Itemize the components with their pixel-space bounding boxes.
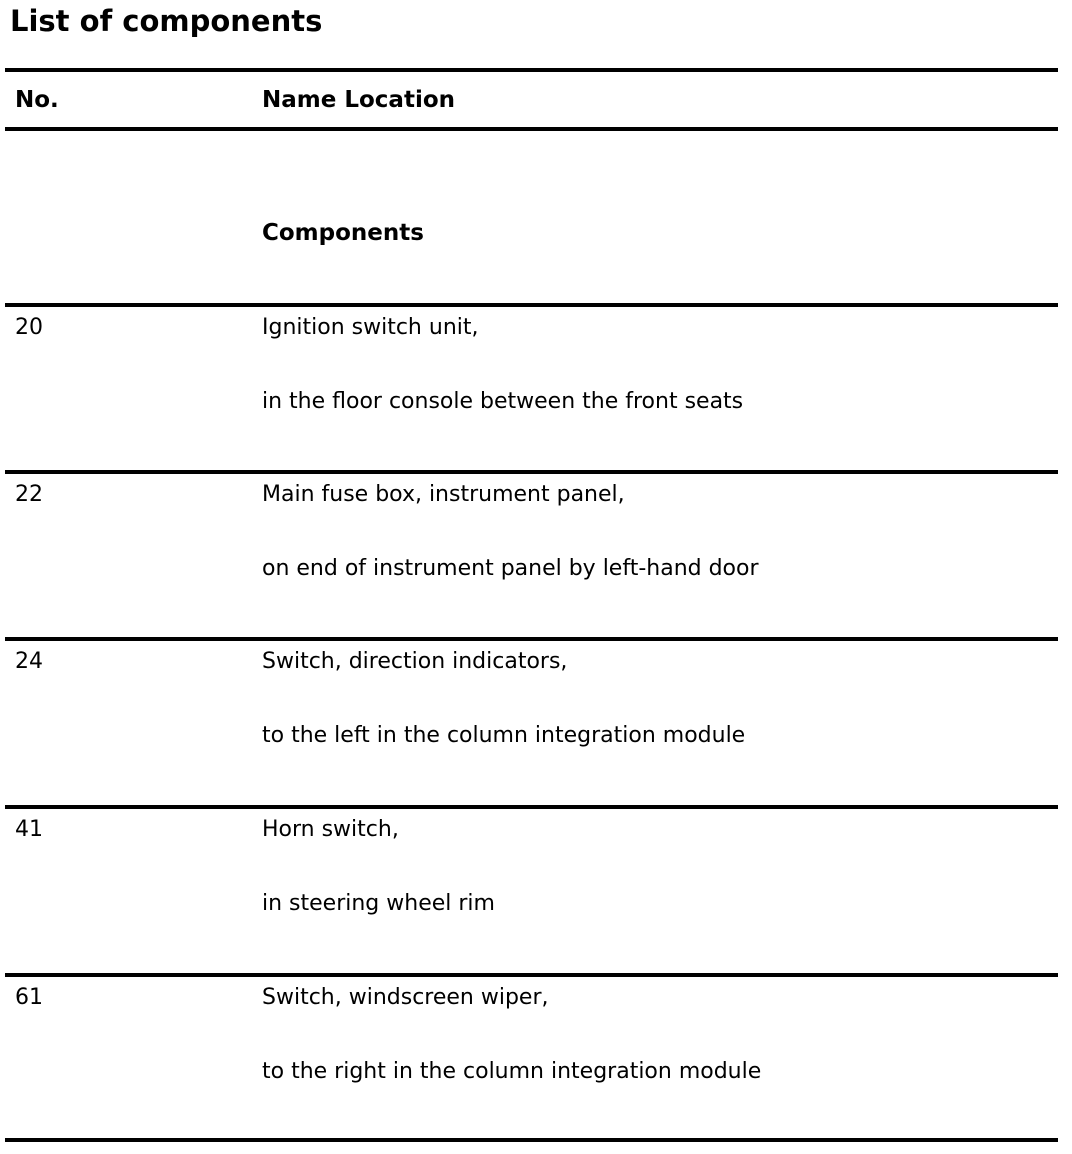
page-title: List of components — [10, 4, 323, 38]
component-name: Horn switch, — [262, 817, 399, 842]
column-header-no: No. — [15, 87, 59, 113]
table-row: 22 Main fuse box, instrument panel, on e… — [0, 474, 1072, 637]
divider-row — [5, 805, 1058, 809]
divider-row — [5, 637, 1058, 641]
section-row: Components — [0, 131, 1072, 303]
table-row: 24 Switch, direction indicators, to the … — [0, 641, 1072, 805]
table-row: 61 Switch, windscreen wiper, to the righ… — [0, 977, 1072, 1138]
row-number: 41 — [15, 817, 43, 842]
row-number: 61 — [15, 985, 43, 1010]
component-name: Switch, direction indicators, — [262, 649, 568, 674]
column-header-name-location: Name Location — [262, 87, 456, 113]
table-header-row: No. Name Location — [0, 72, 1072, 127]
row-description: Switch, direction indicators, to the lef… — [262, 647, 1072, 751]
table-row: 20 Ignition switch unit, in the floor co… — [0, 307, 1072, 470]
row-number: 20 — [15, 315, 43, 340]
divider-section — [5, 303, 1058, 307]
component-location: to the right in the column integration m… — [262, 1059, 762, 1084]
row-number: 24 — [15, 649, 43, 674]
table-row: 41 Horn switch, in steering wheel rim — [0, 809, 1072, 973]
row-number: 22 — [15, 482, 43, 507]
divider-row — [5, 470, 1058, 474]
divider-top — [5, 68, 1058, 72]
component-location: in steering wheel rim — [262, 891, 495, 916]
component-location: to the left in the column integration mo… — [262, 723, 746, 748]
component-location: on end of instrument panel by left-hand … — [262, 556, 759, 581]
divider-row — [5, 973, 1058, 977]
row-description: Switch, windscreen wiper, to the right i… — [262, 983, 1072, 1087]
title-area: List of components — [0, 0, 1072, 68]
row-description: Main fuse box, instrument panel, on end … — [262, 480, 1072, 584]
section-label-components: Components — [262, 220, 424, 246]
divider-bottom — [5, 1138, 1058, 1142]
component-name: Switch, windscreen wiper, — [262, 985, 549, 1010]
divider-header — [5, 127, 1058, 131]
row-description: Ignition switch unit, in the floor conso… — [262, 313, 1072, 417]
component-location: in the floor console between the front s… — [262, 389, 744, 414]
row-description: Horn switch, in steering wheel rim — [262, 815, 1072, 919]
component-name: Ignition switch unit, — [262, 315, 479, 340]
component-name: Main fuse box, instrument panel, — [262, 482, 625, 507]
